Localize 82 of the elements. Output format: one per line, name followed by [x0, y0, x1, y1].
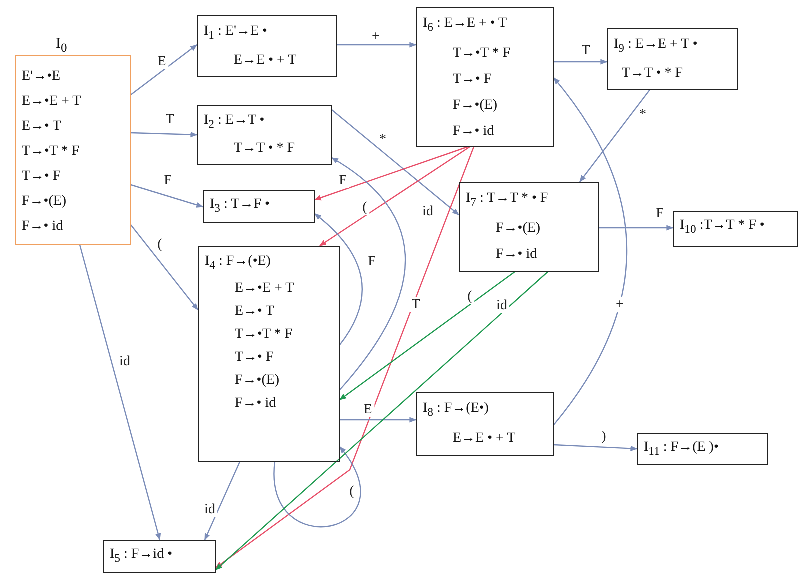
edge-label: E	[362, 402, 374, 418]
edge-label: *	[378, 132, 388, 148]
transition-arrow	[314, 214, 363, 346]
state-box	[198, 246, 340, 462]
item-text: T→•T * F	[22, 143, 81, 161]
edge-label: )	[600, 430, 608, 444]
item-text: E→E • + T	[233, 52, 298, 70]
transition-arrow	[130, 184, 204, 208]
transition-arrow	[599, 225, 674, 231]
transition-arrow	[215, 146, 475, 568]
item-text: I$_{7}$ : T→T * • F	[466, 190, 550, 211]
item-text: I$_{5}$ : F→id •	[110, 546, 174, 567]
state-box	[416, 392, 554, 456]
transition-arrow	[580, 90, 650, 183]
item-text: I$_{4}$ : F→(•E)	[205, 253, 272, 274]
edge-label: T	[410, 298, 422, 312]
edge-label: id	[494, 298, 510, 314]
item-text: E→•E + T	[234, 280, 296, 298]
item-text: T→T • * F	[621, 64, 684, 83]
transition-arrow	[79, 244, 162, 541]
transition-arrow	[554, 59, 608, 65]
item-text: I$_{10}$ :T→T * F •	[680, 217, 766, 238]
transition-arrow	[314, 146, 468, 201]
transition-arrow	[332, 110, 460, 216]
item-text: F→•(E)	[495, 220, 542, 238]
state-box	[197, 15, 337, 77]
item-text: F→• id	[452, 122, 496, 141]
edge-label: E	[156, 54, 168, 70]
transition-arrow	[130, 224, 198, 311]
state-box	[607, 28, 738, 90]
item-text: T→•T * F	[452, 44, 512, 63]
item-text: T→• F	[452, 70, 493, 89]
transition-arrow	[340, 417, 417, 423]
edge-label: (	[156, 238, 164, 252]
item-text: F→•(E)	[234, 372, 281, 390]
state-box	[459, 182, 599, 272]
item-text: T→• F	[234, 348, 275, 367]
transition-arrow	[331, 158, 406, 390]
item-text: E→E • + T	[452, 430, 517, 448]
edge-label: (	[360, 200, 370, 216]
item-text: I$_{11}$ : F→(E )•	[644, 439, 720, 460]
item-text: T→T • * F	[233, 140, 296, 158]
item-text: F→• id	[495, 246, 538, 264]
item-text: E→• T	[234, 302, 276, 321]
transition-arrow	[204, 462, 241, 541]
edge-label: +	[370, 30, 382, 44]
transition-arrow	[130, 132, 198, 138]
item-text: I$_{1}$ : E'→E •	[204, 23, 268, 44]
transition-arrow	[339, 272, 516, 400]
item-text: I$_{3}$ : T→F •	[210, 196, 271, 217]
edge-label: (	[348, 484, 356, 500]
state-box	[197, 105, 332, 165]
state-box	[416, 7, 554, 147]
item-text: I$_{9}$ : E→E + T •	[614, 36, 699, 57]
item-text: F→•(E)	[452, 96, 499, 115]
edge-label: +	[614, 298, 626, 312]
edge-label: F	[337, 174, 349, 188]
item-text: I$_{2}$ : E→T •	[204, 112, 266, 133]
item-text: F→• id	[234, 394, 278, 413]
transition-arrow	[319, 146, 470, 246]
item-text: I$_{6}$ : E→E + • T	[423, 15, 508, 36]
state-box	[673, 211, 798, 247]
transition-arrow	[337, 42, 417, 48]
item-text: E→•E + T	[22, 93, 82, 111]
edge-label: (	[466, 290, 474, 304]
item-text: T→• F	[22, 168, 62, 186]
item-text: T→•T * F	[234, 326, 294, 344]
transition-arrow	[274, 446, 361, 528]
edge-label: id	[202, 502, 218, 518]
transition-arrow	[130, 44, 198, 96]
transition-arrow	[554, 444, 638, 452]
item-text: E'→•E	[22, 68, 62, 86]
transition-arrow	[554, 77, 628, 426]
state-box	[203, 190, 315, 223]
transition-arrow	[215, 272, 548, 570]
state-box	[637, 433, 768, 465]
item-text: I$_{8}$ : F→(E•)	[423, 400, 490, 421]
item-text: F→• id	[22, 218, 64, 236]
state-label: I$_{0}$	[56, 35, 68, 57]
state-box	[103, 540, 216, 573]
item-text: E→• T	[22, 118, 62, 136]
item-text: F→•(E)	[22, 193, 68, 211]
